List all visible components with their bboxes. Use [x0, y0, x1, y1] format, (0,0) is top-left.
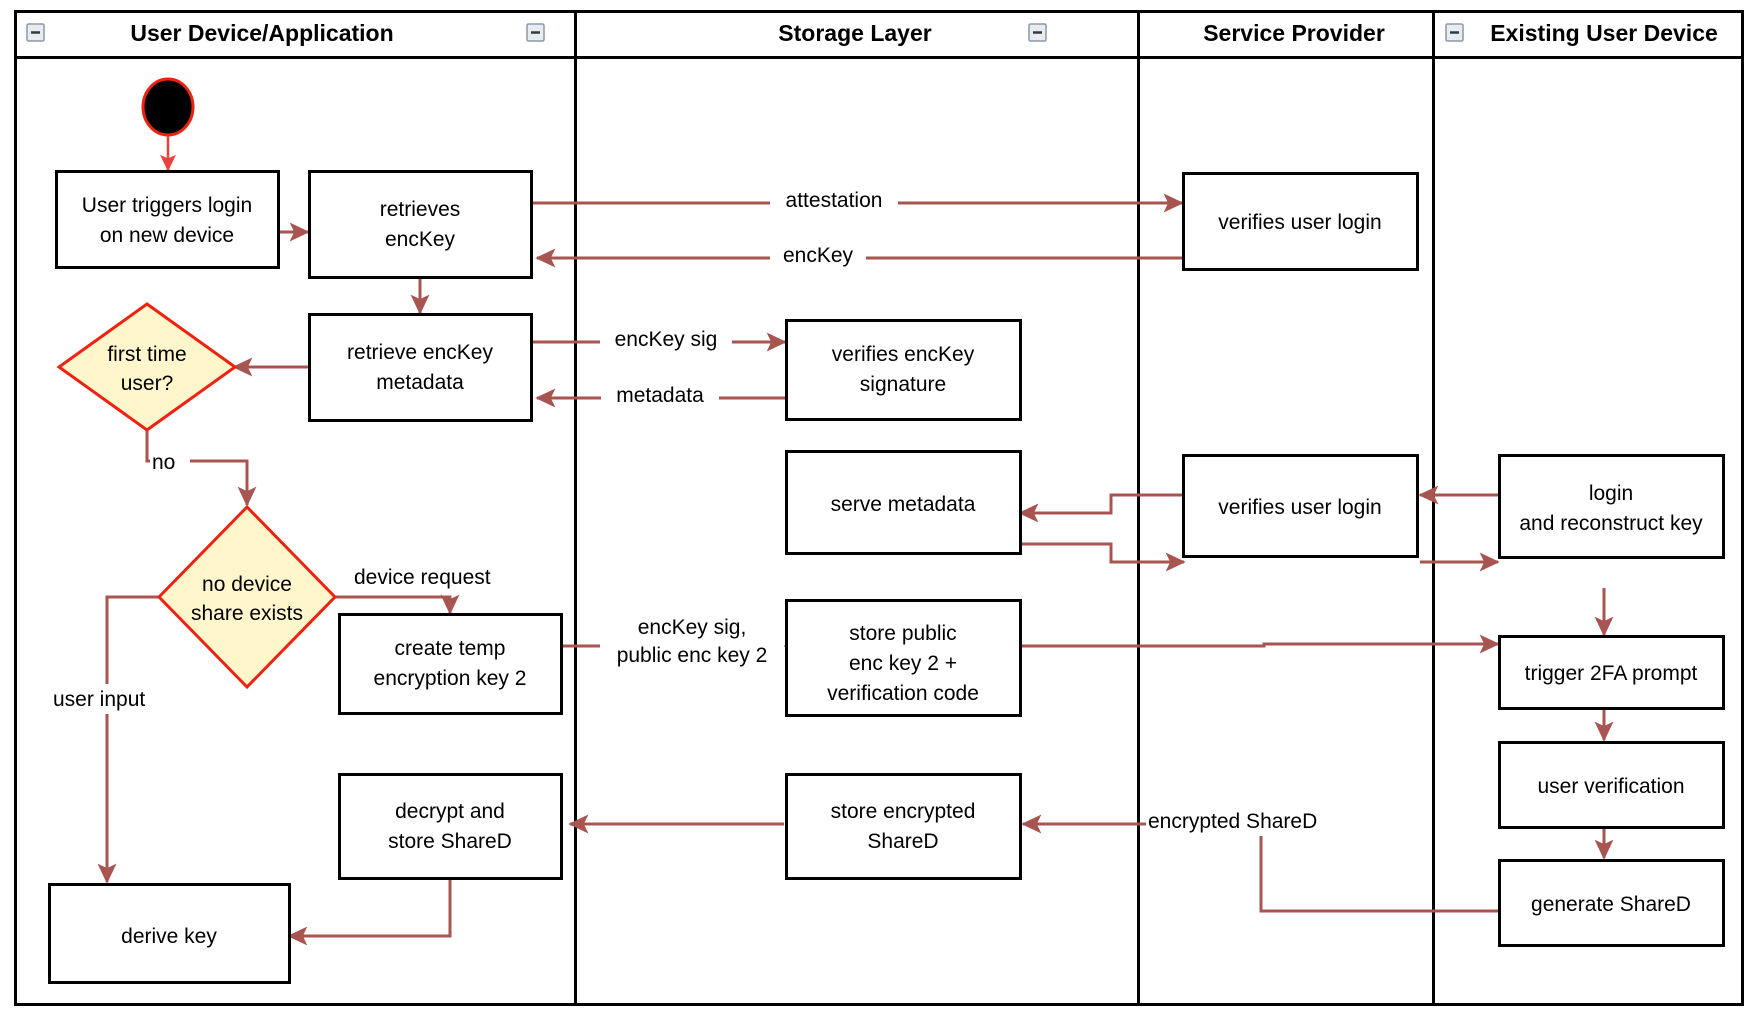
edge-label-metadata: metadata — [616, 384, 704, 407]
action-user-triggers-login[interactable]: User triggers login on new device — [55, 170, 280, 269]
action-derive-key[interactable]: derive key — [48, 883, 291, 984]
action-label-line2: signature — [860, 373, 946, 396]
minus-square-icon[interactable] — [26, 23, 45, 42]
action-label-line2: encKey — [385, 228, 456, 251]
action-label-line2: store ShareD — [388, 830, 512, 853]
edge-label-enckey-sig: encKey sig — [615, 328, 718, 351]
action-label: derive key — [121, 925, 217, 948]
swimlane-frame — [14, 10, 1744, 1006]
edge-serve-metadata-in — [1018, 493, 1184, 523]
action-verifies-enckey-signature[interactable]: verifies encKey signature — [785, 319, 1022, 421]
lane-header-user-device: User Device/Application — [26, 20, 394, 46]
action-label-line1: store encrypted — [831, 800, 976, 823]
action-label-line1: retrieve encKey — [347, 341, 493, 364]
lane-title-service-provider: Service Provider — [1203, 20, 1385, 46]
lane-header-storage: Storage Layer — [526, 20, 932, 46]
action-trigger-2fa-prompt[interactable]: trigger 2FA prompt — [1498, 635, 1725, 710]
action-store-public-enc-key-2[interactable]: store public enc key 2 + verification co… — [785, 599, 1022, 717]
decision-label-line1: first time — [107, 343, 186, 366]
action-retrieves-enckey[interactable]: retrieves encKey — [308, 170, 533, 279]
action-label-line2: ShareD — [867, 830, 938, 853]
action-label-line1: User triggers login — [82, 194, 252, 217]
action-label: verifies user login — [1218, 211, 1381, 234]
action-login-and-reconstruct-key[interactable]: login and reconstruct key — [1498, 454, 1725, 559]
action-label-line1: decrypt and — [395, 800, 505, 823]
lane-title-storage: Storage Layer — [778, 20, 931, 46]
action-label-line1: login — [1589, 482, 1633, 505]
action-label-line3: verification code — [827, 682, 979, 705]
edge-store-pub-to-2fa — [1020, 634, 1500, 654]
edge-label-encrypted-shared: encrypted ShareD — [1148, 810, 1317, 833]
action-label: trigger 2FA prompt — [1525, 662, 1698, 685]
action-label-line2: enc key 2 + — [849, 652, 957, 675]
edge-user-input — [97, 595, 160, 884]
decision-label-line2: user? — [121, 372, 174, 395]
decision-label-line2: share exists — [191, 602, 303, 625]
decision-no-device-share-exists[interactable]: no device share exists — [156, 504, 338, 690]
edge-label-user-input: user input — [53, 688, 145, 711]
lane-title-existing-device: Existing User Device — [1490, 20, 1718, 46]
action-serve-metadata[interactable]: serve metadata — [785, 450, 1022, 555]
lane-header-existing-device: Existing User Device — [1445, 20, 1718, 46]
action-label: serve metadata — [831, 493, 976, 516]
edge-decrypt-to-derive — [287, 878, 452, 946]
edge-label-attestation: attestation — [786, 189, 883, 212]
action-generate-shared[interactable]: generate ShareD — [1498, 859, 1725, 947]
edge-label-no: no — [152, 451, 175, 474]
minus-square-icon[interactable] — [1445, 23, 1464, 42]
action-label: generate ShareD — [1531, 893, 1691, 916]
edge-no — [145, 420, 257, 507]
action-label: user verification — [1537, 775, 1684, 798]
edge-label-enckey-sig-pub-line1: encKey sig, — [638, 616, 747, 639]
initial-node[interactable] — [141, 77, 195, 137]
action-decrypt-and-store-shared[interactable]: decrypt and store ShareD — [338, 773, 563, 880]
action-label: verifies user login — [1218, 496, 1381, 519]
action-user-verification[interactable]: user verification — [1498, 741, 1725, 829]
edge-labels-layer: attestation encKey encKey sig metadata n… — [50, 185, 1336, 836]
action-label-line1: store public — [849, 622, 956, 645]
lane-title-user-device: User Device/Application — [130, 20, 393, 46]
edge-label-device-request: device request — [354, 566, 491, 589]
edge-device-request — [334, 594, 460, 615]
action-label-line2: and reconstruct key — [1519, 512, 1703, 535]
decision-first-time-user[interactable]: first time user? — [56, 302, 238, 432]
action-verifies-user-login-2[interactable]: verifies user login — [1182, 454, 1419, 558]
action-label-line1: verifies encKey — [832, 343, 975, 366]
action-label-line2: encryption key 2 — [374, 667, 527, 690]
edge-label-enckey-sig-pub-line2: public enc key 2 — [617, 644, 768, 667]
action-verifies-user-login-1[interactable]: verifies user login — [1182, 172, 1419, 271]
lane-header-service-provider: Service Provider — [1028, 20, 1385, 46]
action-label-line2: metadata — [376, 371, 464, 394]
action-create-temp-encryption-key-2[interactable]: create temp encryption key 2 — [338, 613, 563, 715]
decision-label-line1: no device — [202, 573, 292, 596]
action-label-line1: retrieves — [380, 198, 461, 221]
action-store-encrypted-shared[interactable]: store encrypted ShareD — [785, 773, 1022, 880]
edge-encrypted-shared — [1021, 814, 1498, 913]
minus-square-icon[interactable] — [1028, 23, 1047, 42]
edge-label-enckey: encKey — [783, 244, 854, 267]
edge-serve-metadata-out — [1020, 542, 1186, 572]
minus-square-icon[interactable] — [526, 23, 545, 42]
action-label-line2: on new device — [100, 224, 234, 247]
action-label-line1: create temp — [395, 637, 506, 660]
action-retrieve-enckey-metadata[interactable]: retrieve encKey metadata — [308, 313, 533, 422]
